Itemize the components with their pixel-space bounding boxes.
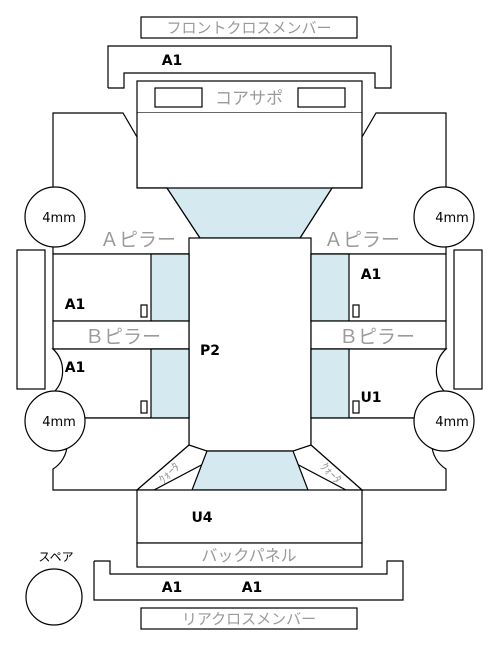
trunk-code: U4: [191, 510, 212, 526]
roof-code: P2: [200, 343, 220, 359]
left-rear-window: [150, 348, 190, 419]
front-cross-member: [107, 45, 392, 89]
front-left-wheel-label: 4mm: [42, 211, 76, 226]
rear-right-wheel-label: 4mm: [435, 415, 469, 430]
right-rear-window: [310, 348, 350, 419]
rear-cross-left-code: A1: [162, 580, 183, 596]
right-b-pillar: [310, 320, 447, 350]
a-pillar-right-label: Ａピラー: [324, 229, 400, 251]
core-support-label: コアサポ: [215, 89, 283, 109]
rear-window: [191, 450, 309, 491]
rear-cross-member: [93, 560, 404, 601]
front-cross-member-box: [140, 16, 358, 39]
left-rear-door-handle: [140, 400, 148, 414]
core-support-right-slot: [297, 87, 346, 108]
right-rear-door-code: U1: [360, 390, 381, 406]
front-cross-member-label: フロントクロスメンバー: [166, 19, 331, 37]
front-left-wheel: [24, 186, 86, 248]
b-pillar-left-label: Ｂピラー: [85, 326, 161, 348]
b-pillar-right-label: Ｂピラー: [339, 326, 415, 348]
rear-left-wheel-label: 4mm: [42, 415, 76, 430]
rear-right-wheel: [413, 390, 475, 452]
right-front-door-handle: [352, 304, 360, 318]
a-pillar-left-label: Ａピラー: [100, 229, 176, 251]
right-rear-door-handle: [352, 400, 360, 414]
right-front-window: [310, 253, 350, 322]
rear-cross-member-label: リアクロスメンバー: [182, 610, 316, 628]
right-front-door-code: A1: [361, 267, 382, 283]
back-panel: [136, 542, 363, 568]
left-side-skirt: [16, 249, 46, 390]
core-support-left-slot: [154, 87, 203, 108]
left-b-pillar: [52, 320, 190, 350]
spare-label: スペア: [38, 550, 73, 564]
right-side-skirt: [453, 249, 483, 390]
spare-tire: [25, 568, 83, 626]
rear-cross-right-code: A1: [242, 580, 263, 596]
trunk-lid: [136, 489, 363, 544]
left-rear-door-code: A1: [65, 360, 86, 376]
left-front-door-code: A1: [65, 297, 86, 313]
front-right-wheel: [413, 186, 475, 248]
left-quarter-window: [135, 444, 208, 491]
front-right-wheel-label: 4mm: [435, 211, 469, 226]
right-quarter-window: [292, 444, 364, 491]
front-cross-member-code: A1: [162, 53, 183, 69]
back-panel-label: バックパネル: [201, 546, 296, 565]
rear-left-wheel: [24, 390, 86, 452]
left-front-window: [150, 253, 190, 322]
left-front-door-handle: [140, 304, 148, 318]
rear-cross-member-box: [140, 607, 358, 630]
